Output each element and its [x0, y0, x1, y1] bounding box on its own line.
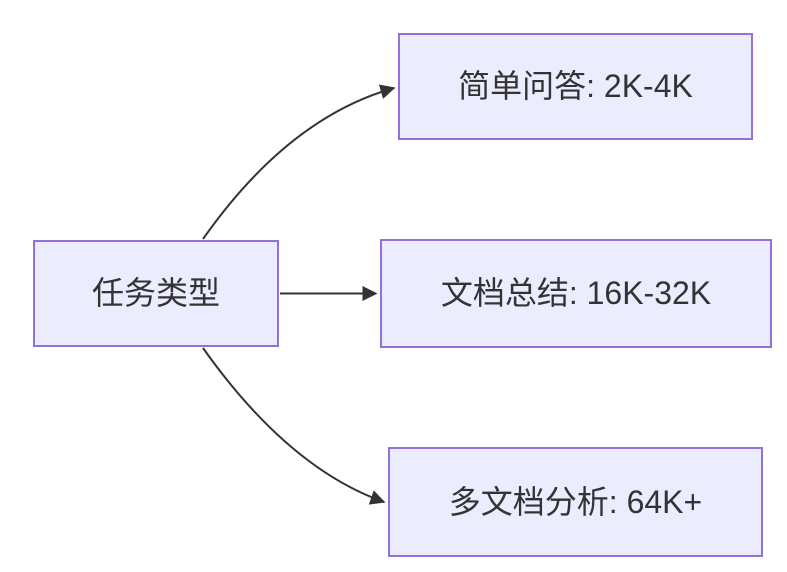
node-simple-qa: 简单问答: 2K-4K: [398, 33, 753, 140]
edge-task-to-multi-doc: [202, 347, 386, 505]
node-task-type: 任务类型: [33, 240, 279, 347]
edge-task-to-simple-qa: [202, 84, 396, 240]
node-multi-doc-label: 多文档分析: 64K+: [448, 483, 703, 520]
node-task-type-label: 任务类型: [91, 275, 220, 312]
node-doc-summary-label: 文档总结: 16K-32K: [440, 275, 712, 312]
node-doc-summary: 文档总结: 16K-32K: [380, 239, 772, 348]
node-simple-qa-label: 简单问答: 2K-4K: [458, 68, 693, 105]
node-multi-doc: 多文档分析: 64K+: [388, 447, 763, 557]
